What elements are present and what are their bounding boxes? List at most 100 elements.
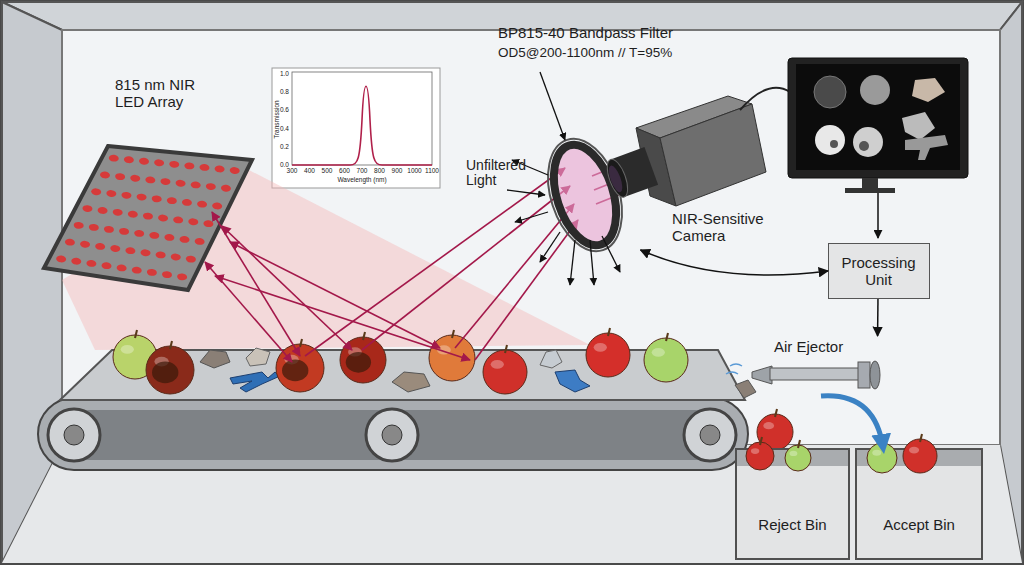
led xyxy=(158,214,169,222)
led xyxy=(179,236,190,244)
led-panel xyxy=(44,146,252,290)
monitor xyxy=(902,112,935,140)
apple-stem xyxy=(452,330,454,338)
led xyxy=(97,207,108,215)
air-nozzle xyxy=(726,364,742,374)
led xyxy=(143,212,154,220)
process-box: Processing Unit xyxy=(828,243,930,299)
led xyxy=(166,197,177,205)
apple xyxy=(757,414,793,450)
connector xyxy=(877,299,879,336)
apple xyxy=(586,333,630,377)
axis-label: Wavelength (nm) xyxy=(317,176,407,183)
led xyxy=(221,184,232,192)
callout-label: Unfiltered Light xyxy=(466,158,538,189)
monitor xyxy=(796,64,960,170)
spectrum-chart xyxy=(272,68,440,188)
apple xyxy=(644,338,688,382)
led xyxy=(184,162,195,170)
rot-spot xyxy=(282,360,308,382)
led xyxy=(124,156,135,164)
led xyxy=(125,247,136,255)
camera xyxy=(606,164,625,194)
axis-label: Transmission xyxy=(273,90,280,150)
axis-label: 800 xyxy=(370,167,390,174)
led xyxy=(56,255,67,263)
led xyxy=(130,174,141,182)
camera xyxy=(603,88,790,206)
node-label: Air Ejector xyxy=(774,338,874,355)
axis-label: 600 xyxy=(335,167,355,174)
axis-label: 500 xyxy=(317,167,337,174)
apple-stem xyxy=(760,437,762,445)
conveyor-belt xyxy=(48,409,100,461)
apple-stem xyxy=(608,328,610,336)
unfiltered-arrows xyxy=(570,240,575,285)
apple-stem xyxy=(666,333,668,341)
apple-stem xyxy=(363,332,365,340)
led xyxy=(134,229,145,237)
axis-label: 900 xyxy=(387,167,407,174)
camera xyxy=(660,104,766,206)
led xyxy=(82,205,93,213)
led xyxy=(80,240,91,248)
axis-label: 0.2 xyxy=(270,143,289,150)
unfiltered-arrows xyxy=(515,212,548,222)
led xyxy=(188,218,199,226)
led xyxy=(147,268,158,276)
led xyxy=(155,251,166,259)
led xyxy=(164,233,175,241)
axis-label: 1.0 xyxy=(270,70,289,77)
apple-highlight xyxy=(763,422,774,429)
monitor xyxy=(788,58,968,178)
led xyxy=(140,249,151,257)
led xyxy=(112,208,123,216)
bandpass-filter xyxy=(535,129,636,260)
rot-spot xyxy=(152,362,178,384)
led xyxy=(190,181,201,189)
led xyxy=(154,159,165,167)
air-nozzle xyxy=(752,366,772,384)
foreign-objects xyxy=(200,350,230,368)
axis-label: 0.8 xyxy=(270,88,289,95)
reject-bin: Reject Bin xyxy=(735,448,850,560)
apple-highlight xyxy=(594,343,607,352)
node-label: 815 nm NIR LED Array xyxy=(115,76,215,111)
apple-stem xyxy=(170,341,172,349)
led xyxy=(65,238,76,246)
led xyxy=(182,199,193,207)
axis-label: 0.4 xyxy=(270,125,289,132)
apple-stem xyxy=(135,330,137,338)
light-rays xyxy=(230,242,440,348)
monitor xyxy=(845,188,895,193)
led xyxy=(73,221,84,229)
apples xyxy=(113,328,793,450)
foreign-objects xyxy=(555,370,590,392)
apple-highlight xyxy=(652,348,665,357)
monitor xyxy=(859,141,869,151)
conveyor-belt xyxy=(64,425,84,445)
axis-label: 300 xyxy=(282,167,302,174)
led xyxy=(169,160,180,168)
monitor xyxy=(877,193,879,238)
spectrum-chart xyxy=(292,72,432,165)
led xyxy=(170,253,181,261)
led xyxy=(100,171,111,179)
led xyxy=(229,167,240,175)
foreign-objects xyxy=(230,372,280,392)
led xyxy=(136,193,147,201)
led xyxy=(95,243,106,251)
spectrum-chart xyxy=(292,86,432,165)
foreign-objects xyxy=(735,380,756,398)
led xyxy=(149,231,160,239)
connector xyxy=(821,396,883,448)
connector xyxy=(641,250,829,275)
accept-bin: Accept Bin xyxy=(855,448,983,560)
led xyxy=(108,154,119,162)
axis-label: 1100 xyxy=(422,167,442,174)
bandpass-filter xyxy=(542,137,627,253)
led xyxy=(110,245,121,253)
apple-stem xyxy=(920,434,922,442)
